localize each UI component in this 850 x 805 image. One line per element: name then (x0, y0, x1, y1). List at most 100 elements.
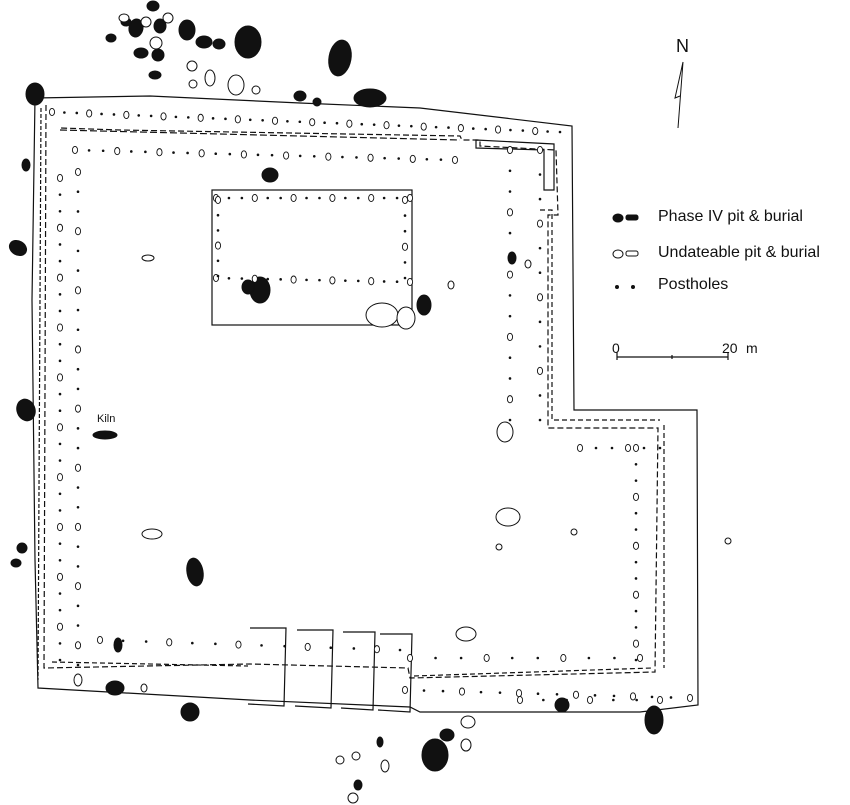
posthole-89 (76, 545, 80, 548)
posthole-72 (76, 210, 80, 213)
posthole-239 (56, 273, 64, 282)
pit-phase-iv-9 (151, 48, 165, 62)
posthole-199 (624, 443, 632, 453)
inner-wall-south (51, 661, 249, 667)
posthole-200 (642, 446, 646, 450)
posthole-231 (635, 698, 638, 702)
posthole-143 (166, 638, 173, 647)
posthole-207 (634, 528, 638, 531)
posthole-25 (360, 122, 364, 126)
posthole-166 (629, 692, 637, 701)
posthole-114 (240, 277, 244, 280)
pit-phase-iv-34 (439, 728, 455, 742)
pit-phase-iv-15 (25, 82, 45, 106)
posthole-123 (356, 279, 360, 283)
pit-undateable-12 (496, 421, 514, 443)
pit-undateable-19 (351, 751, 361, 761)
pit-phase-iv-27 (241, 279, 255, 295)
pit-phase-iv-17 (8, 239, 28, 257)
pit-undateable-13 (455, 626, 477, 642)
pit-phase-iv-12 (353, 88, 387, 108)
legend-posthole-icon (615, 285, 619, 289)
posthole-55 (256, 153, 260, 157)
posthole-224 (613, 656, 616, 660)
posthole-228 (565, 698, 568, 702)
posthole-57 (283, 151, 290, 160)
posthole-155 (422, 689, 426, 692)
posthole-150 (329, 646, 333, 649)
pit-phase-iv-10 (148, 70, 162, 80)
inner-boundary (43, 104, 659, 679)
posthole-79 (74, 345, 82, 354)
legend-symbols (612, 213, 639, 289)
posthole-100 (266, 196, 270, 200)
pit-undateable-5 (186, 60, 198, 72)
kiln-label: Kiln (97, 413, 116, 425)
posthole-162 (555, 692, 559, 696)
posthole-233 (56, 173, 64, 183)
pit-phase-iv-28 (416, 294, 432, 316)
posthole-74 (76, 249, 80, 253)
posthole-189 (538, 271, 542, 275)
posthole-81 (76, 387, 80, 391)
pit-undateable-27 (570, 528, 578, 536)
posthole-36 (494, 125, 502, 134)
pit-phase-iv-19 (16, 542, 28, 554)
posthole-38 (521, 129, 525, 132)
posthole-130 (216, 229, 220, 232)
scale-end-label: 20 (722, 340, 738, 356)
posthole-37 (509, 128, 512, 132)
pit-undateable-23 (460, 738, 472, 752)
posthole-4 (100, 112, 103, 116)
north-label: N (676, 36, 689, 56)
posthole-82 (74, 404, 82, 413)
posthole-185 (538, 173, 542, 176)
posthole-50 (186, 151, 189, 155)
posthole-183 (508, 418, 512, 422)
posthole-262 (58, 658, 62, 662)
pit-phase-iv-33 (421, 738, 449, 772)
legend-filled-pit-icon (612, 213, 624, 223)
posthole-132 (216, 259, 220, 263)
posthole-196 (576, 443, 584, 453)
posthole-101 (279, 196, 282, 200)
posthole-22 (323, 121, 326, 125)
pit-phase-iv-6 (234, 25, 262, 59)
posthole-211 (632, 590, 640, 599)
pit-phase-iv-2 (153, 18, 167, 34)
postholes (48, 107, 694, 705)
scale-start-label: 0 (612, 340, 620, 356)
posthole-5 (112, 113, 116, 116)
posthole-20 (298, 120, 302, 124)
posthole-90 (76, 565, 80, 568)
posthole-250 (58, 459, 62, 462)
posthole-10 (174, 115, 178, 119)
posthole-256 (58, 558, 62, 562)
posthole-78 (76, 328, 80, 332)
posthole-219 (483, 653, 490, 663)
pit-phase-iv-23 (113, 637, 123, 653)
pit-phase-iv-0 (146, 0, 160, 12)
posthole-214 (632, 639, 640, 648)
posthole-235 (58, 209, 62, 213)
posthole-194 (538, 394, 542, 397)
posthole-139 (403, 276, 407, 280)
posthole-184 (536, 145, 544, 155)
pit-phase-iv-36 (376, 736, 384, 748)
posthole-203 (634, 463, 638, 466)
posthole-2 (75, 111, 79, 115)
posthole-253 (58, 509, 62, 512)
posthole-249 (58, 442, 62, 446)
posthole-15 (234, 115, 241, 124)
posthole-56 (270, 153, 274, 157)
pit-phase-iv-1 (128, 18, 144, 38)
posthole-110 (395, 196, 399, 200)
legend-item-phase-iv: Phase IV pit & burial (658, 208, 803, 225)
posthole-70 (74, 167, 82, 177)
pit-phase-iv-16 (21, 158, 31, 172)
posthole-158 (479, 690, 483, 694)
posthole-145 (214, 642, 217, 646)
posthole-157 (458, 687, 466, 696)
posthole-191 (538, 320, 542, 324)
posthole-122 (344, 279, 347, 282)
